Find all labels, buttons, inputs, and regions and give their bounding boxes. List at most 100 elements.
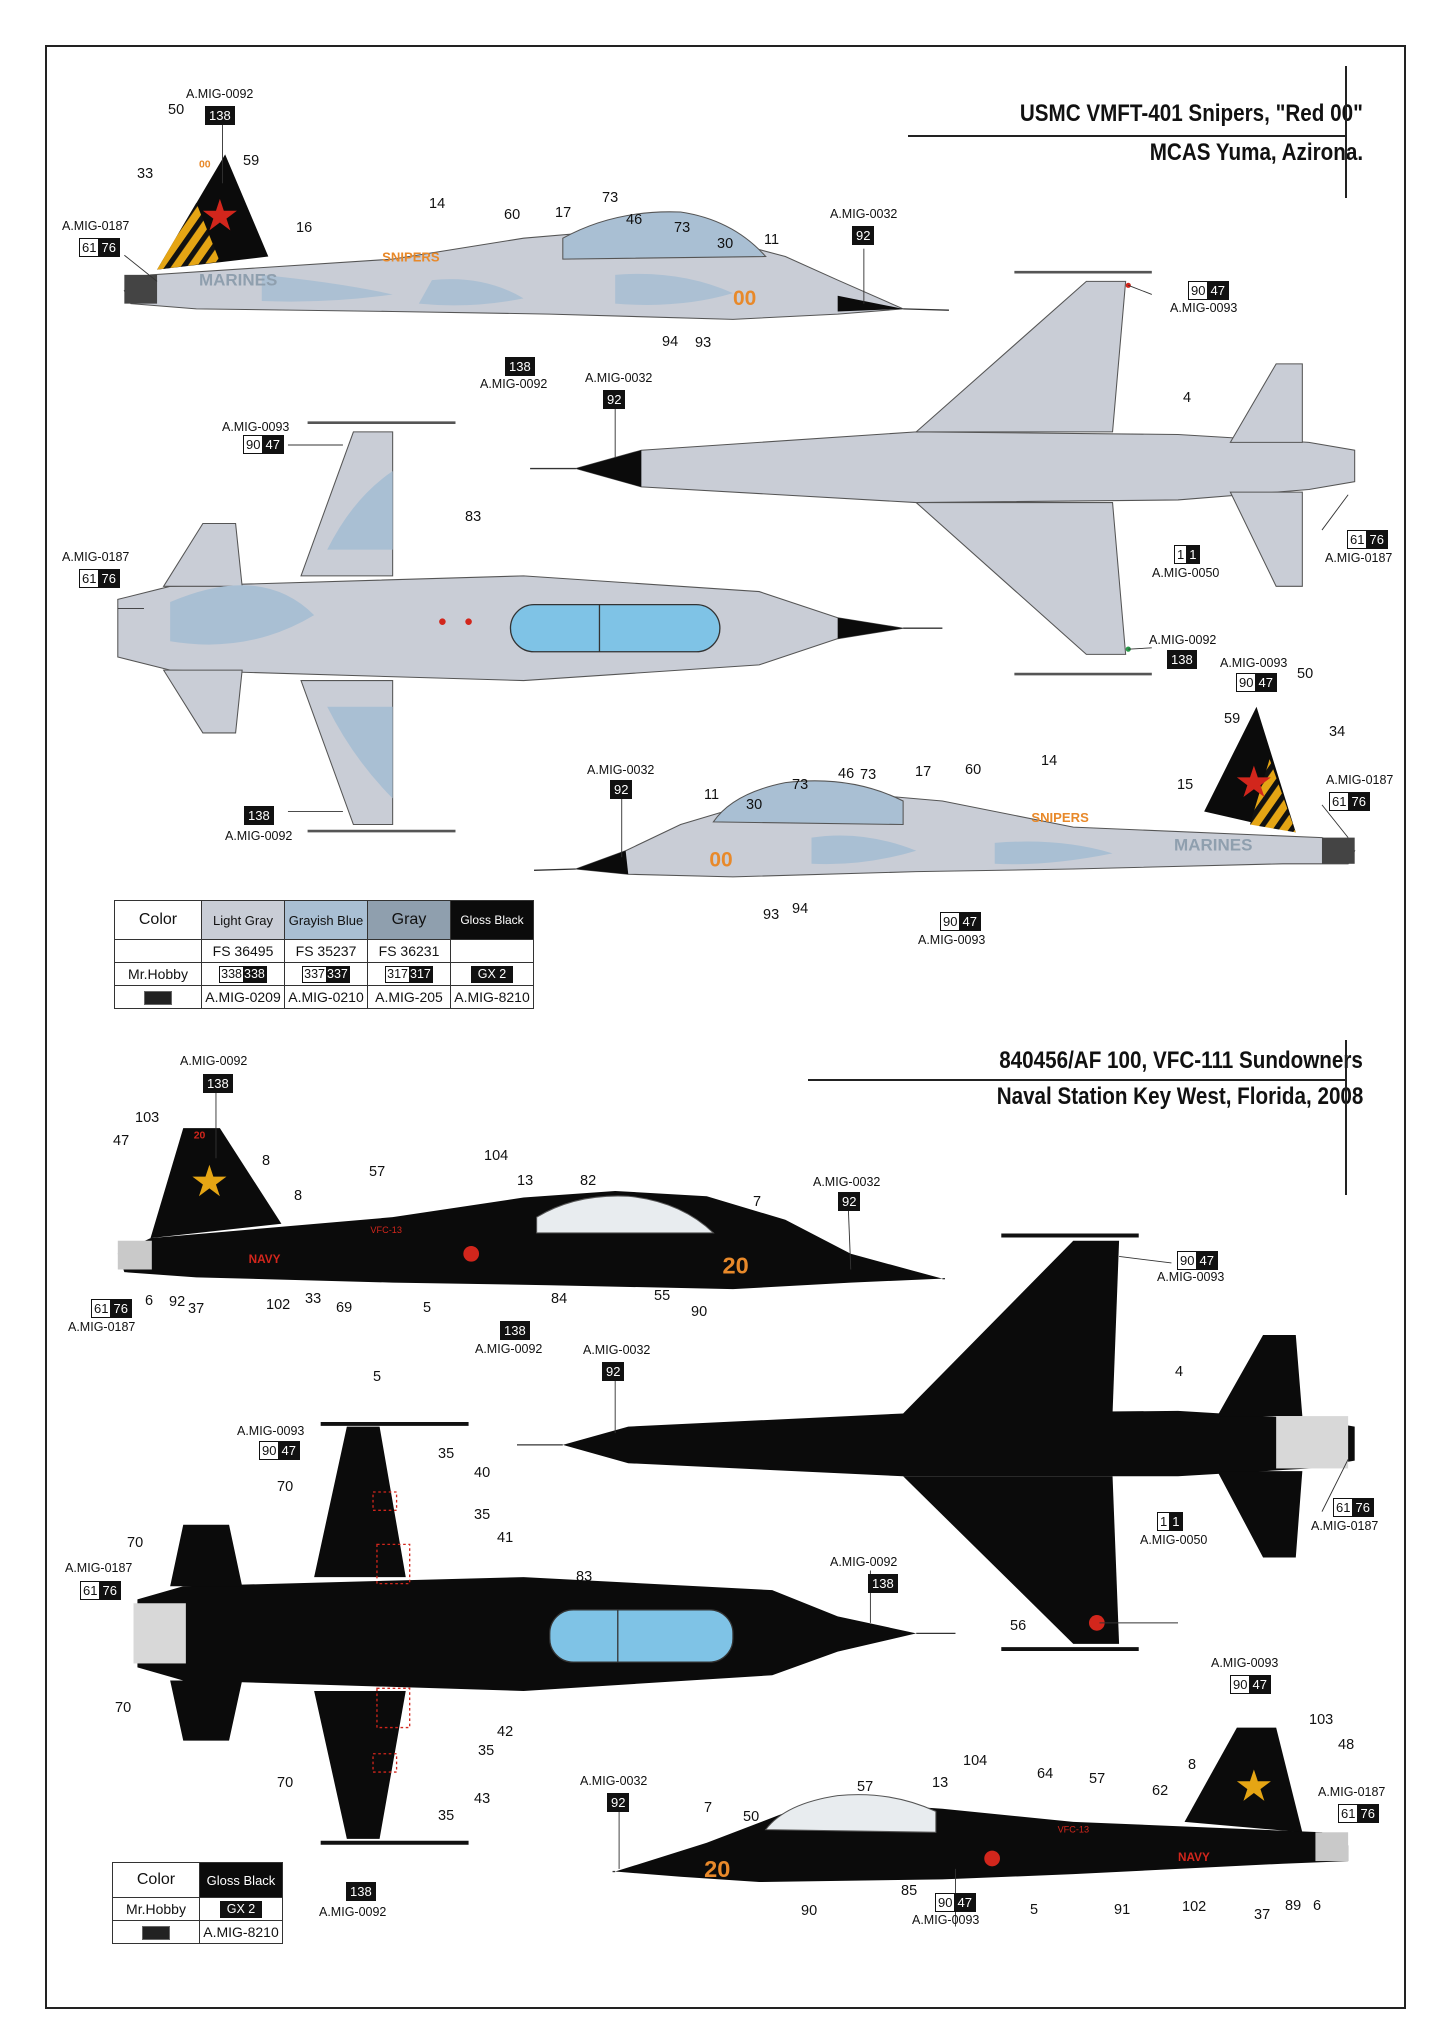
callout-number: 89: [1285, 1898, 1302, 1914]
callout-code: A.MIG-0093: [1157, 1270, 1225, 1284]
color-chip: 138: [868, 1574, 898, 1593]
color-chip: 92: [603, 390, 626, 409]
color-chip: 138: [1167, 650, 1197, 669]
callout-number: 4: [1175, 1364, 1184, 1380]
callout-number: 85: [901, 1883, 918, 1899]
callout-number: 8: [294, 1188, 303, 1204]
callout-number: 73: [792, 777, 809, 793]
callout-number: 90: [801, 1903, 818, 1919]
callout-code: A.MIG-0092: [180, 1054, 248, 1068]
s1-unit-text: SNIPERS: [382, 250, 440, 265]
callout-number: 50: [1297, 666, 1314, 682]
callout-code: A.MIG-0093: [1170, 301, 1238, 315]
color-chip: 138: [203, 1074, 233, 1093]
callout-number: 11: [704, 787, 720, 803]
callout-number: 17: [915, 764, 932, 780]
scheme2-title: 840456/AF 100, VFC-111 Sundowners: [999, 1047, 1363, 1074]
callout-number: 46: [626, 212, 643, 228]
table-cell: FS 35237: [284, 939, 368, 963]
callout-number: 83: [465, 509, 482, 525]
callout-number: 4: [1183, 390, 1192, 406]
table-cell: [450, 939, 534, 963]
callout-code: A.MIG-0032: [585, 371, 653, 385]
table-cell: [114, 939, 202, 963]
table-row: Mr.Hobby GX 2: [112, 1897, 283, 1921]
callout-number: 82: [580, 1173, 597, 1189]
callout-number: 70: [127, 1535, 144, 1551]
callout-number: 59: [243, 153, 260, 169]
callout-number: 7: [704, 1800, 713, 1816]
callout-number: 50: [743, 1809, 760, 1825]
callout-number: 57: [1089, 1771, 1106, 1787]
paint-table-scheme1: Color Light Gray Grayish Blue Gray Gloss…: [114, 900, 534, 1009]
callout-number: 56: [1010, 1618, 1027, 1634]
s2-tail-text: 20: [194, 1131, 206, 1142]
table-header-cell: Color: [112, 1862, 200, 1898]
table-row: A.MIG-0209 A.MIG-0210 A.MIG-205 A.MIG-82…: [114, 985, 534, 1009]
callout-number: 62: [1152, 1783, 1169, 1799]
color-chip: 92: [838, 1192, 861, 1211]
callout-number: 8: [262, 1153, 271, 1169]
callout-code: A.MIG-0032: [830, 207, 898, 221]
color-chip: 138: [346, 1882, 376, 1901]
paint-table-scheme2: Color Gloss Black Mr.Hobby GX 2 A.MIG-82…: [112, 1862, 283, 1944]
callout-code: A.MIG-0187: [62, 219, 130, 233]
callout-number: 37: [188, 1301, 205, 1317]
callout-number: 102: [1182, 1899, 1207, 1915]
color-chip: 138: [505, 357, 535, 376]
callout-number: 7: [753, 1194, 762, 1210]
callout-number: 6: [145, 1293, 154, 1309]
table-cell: A.MIG-8210: [450, 985, 534, 1009]
callout-code: A.MIG-0032: [587, 763, 655, 777]
s1-service-text: MARINES: [199, 270, 277, 289]
callout-number: 102: [266, 1297, 291, 1313]
title-rule-vertical: [1345, 1040, 1347, 1195]
callout-code: A.MIG-0032: [580, 1774, 648, 1788]
table-row: Color Light Gray Grayish Blue Gray Gloss…: [114, 900, 534, 940]
callout-number: 84: [551, 1291, 568, 1307]
s1-service-text-left: MARINES: [1174, 836, 1252, 855]
callout-code: A.MIG-0187: [1325, 551, 1393, 565]
callout-number: 90: [691, 1304, 708, 1320]
table-cell: FS 36231: [367, 939, 451, 963]
table-header-cell: Color: [114, 900, 202, 940]
callout-number: 46: [838, 766, 855, 782]
s2-unit-text: VFC-13: [370, 1225, 402, 1235]
table-cell: GX 2: [450, 962, 534, 986]
callout-number: 83: [576, 1569, 593, 1585]
callout-number: 33: [305, 1291, 322, 1307]
s1-side-view-right: SNIPERS MARINES 00 00: [123, 154, 949, 320]
callout-number: 92: [169, 1294, 186, 1310]
s2-service-text-left: NAVY: [1178, 1851, 1210, 1864]
callout-code: A.MIG-0093: [222, 420, 290, 434]
callout-number: 35: [438, 1446, 455, 1462]
s2-underside-view: [517, 1233, 1355, 1652]
s1-side-view-left: SNIPERS MARINES 00: [534, 706, 1356, 878]
callout-number: 42: [497, 1724, 514, 1740]
callout-number: 57: [369, 1164, 386, 1180]
callout-code: A.MIG-0093: [1211, 1656, 1279, 1670]
callout-number: 73: [602, 190, 619, 206]
s2-unit-text-left: VFC-13: [1058, 1824, 1090, 1834]
table-row: FS 36495 FS 35237 FS 36231: [114, 939, 534, 963]
callout-code: A.MIG-0032: [813, 1175, 881, 1189]
callout-number: 50: [168, 102, 185, 118]
callout-number: 93: [695, 335, 712, 351]
callout-number: 94: [662, 334, 679, 350]
callout-number: 41: [497, 1530, 514, 1546]
callout-number: 13: [932, 1775, 949, 1791]
color-chip: 92: [602, 1362, 625, 1381]
